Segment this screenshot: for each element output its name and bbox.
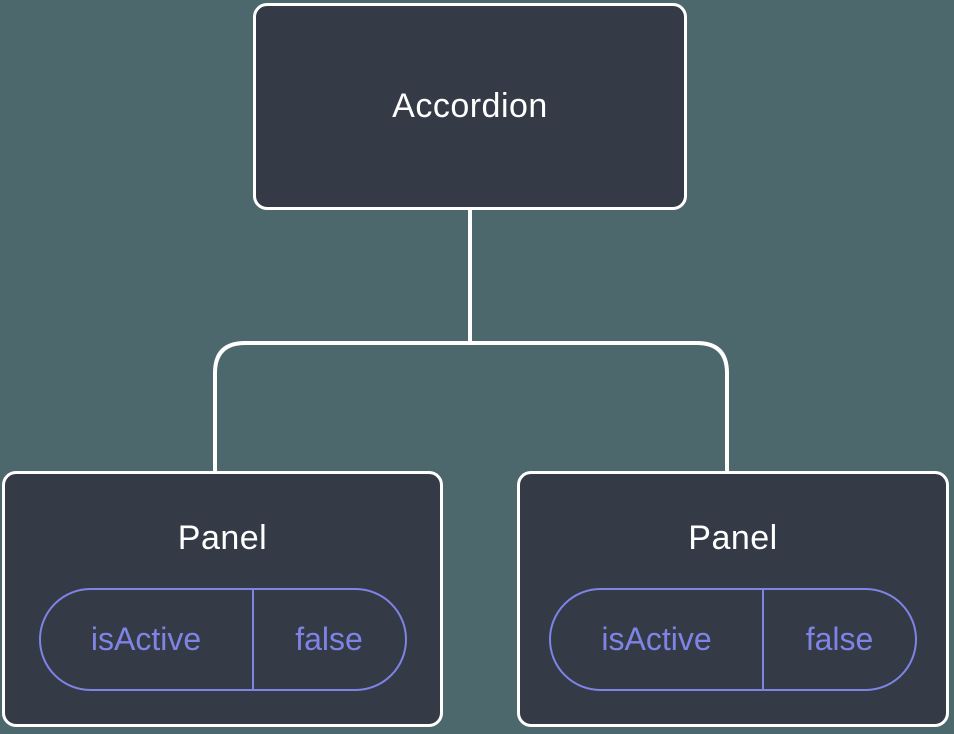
- component-node-panel-2: Panel isActive false: [517, 471, 949, 727]
- state-pill: isActive false: [38, 587, 407, 691]
- component-label: Panel: [688, 519, 778, 557]
- component-label: Panel: [177, 519, 268, 557]
- connector-branch: [213, 341, 729, 473]
- state-key: isActive: [41, 589, 254, 689]
- component-node-accordion: Accordion: [253, 3, 687, 210]
- state-pill: isActive false: [549, 587, 917, 691]
- state-value: false: [295, 620, 363, 657]
- component-label: Accordion: [392, 87, 548, 126]
- state-value: false: [805, 620, 874, 657]
- state-key: isActive: [551, 589, 764, 689]
- component-node-panel-1: Panel isActive false: [2, 471, 443, 727]
